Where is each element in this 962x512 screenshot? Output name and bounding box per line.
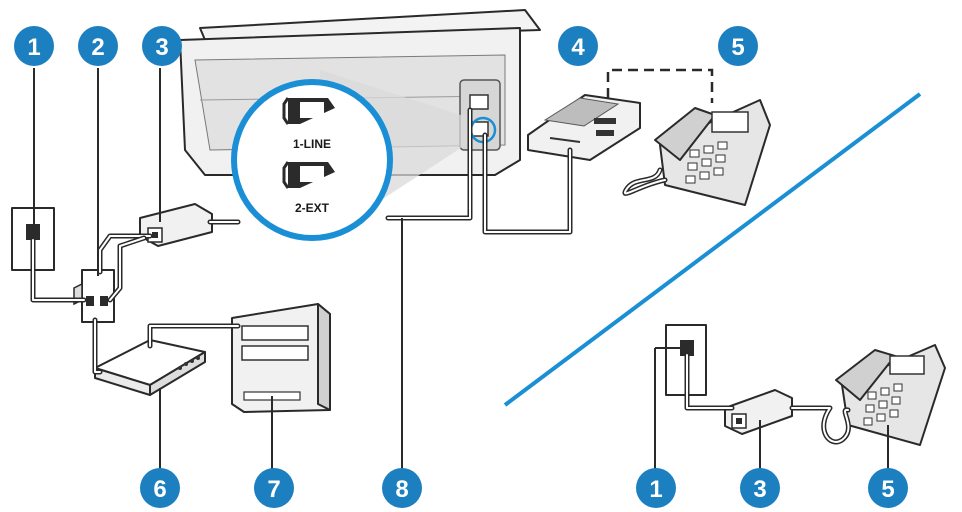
dashed-connection [606, 68, 714, 103]
svg-text:2: 2 [91, 34, 104, 61]
svg-text:4: 4 [571, 34, 585, 61]
splitter [73, 269, 115, 323]
computer [231, 303, 331, 413]
callout-5b: 5 [868, 468, 908, 508]
callout-3: 3 [142, 26, 182, 66]
answering-machine [527, 94, 641, 161]
callout-3b: 3 [740, 468, 780, 508]
section-divider [503, 92, 922, 407]
callout-2: 2 [78, 26, 118, 66]
svg-text:1: 1 [649, 476, 662, 503]
callout-8: 8 [382, 468, 422, 508]
phone-cords-alt [684, 352, 851, 445]
dsl-filter-alt [724, 389, 793, 435]
callout-1: 1 [14, 26, 54, 66]
svg-text:3: 3 [155, 34, 168, 61]
line-port-label: 1-LINE [293, 137, 331, 151]
ext-port-icon [282, 161, 335, 189]
svg-text:5: 5 [881, 476, 894, 503]
telephone [654, 99, 771, 206]
dsl-filter [139, 203, 213, 247]
svg-text:1: 1 [27, 34, 40, 61]
callout-6: 6 [140, 468, 180, 508]
line-port-icon [282, 97, 335, 125]
port-zoom: 1-LINE 2-EXT [231, 79, 393, 241]
callout-4: 4 [558, 26, 598, 66]
callout-7: 7 [254, 468, 294, 508]
ext-port-label: 2-EXT [295, 201, 330, 215]
svg-text:8: 8 [395, 476, 408, 503]
dsl-modem [94, 339, 206, 396]
svg-text:3: 3 [753, 476, 766, 503]
svg-text:5: 5 [731, 34, 744, 61]
svg-text:6: 6 [153, 476, 166, 503]
callout-1b: 1 [636, 468, 676, 508]
phone-cords [30, 107, 668, 375]
svg-text:7: 7 [267, 476, 280, 503]
callout-5: 5 [718, 26, 758, 66]
telephone-alt [835, 344, 946, 446]
